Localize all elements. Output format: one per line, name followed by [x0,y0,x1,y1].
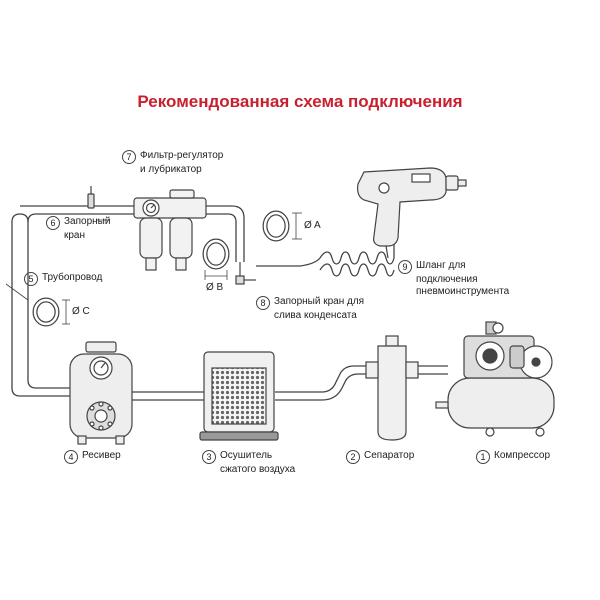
diagram-title: Рекомендованная схема подключения [137,92,463,111]
diameter-b-ring [202,238,230,280]
impact-wrench [357,167,467,259]
compressor [435,321,555,437]
dim-b-label: Ø B [206,282,224,293]
filter-regulator [133,189,207,271]
leader-lines [5,219,110,301]
shutoff-valve-handle [87,186,95,209]
drain-valve [235,262,256,285]
diameter-c-ring [32,297,70,327]
separator [365,335,419,441]
dim-a-label: Ø A [304,220,321,231]
air-dryer [199,351,279,441]
receiver [69,341,133,445]
diameter-a-ring [262,210,302,242]
dim-c-label: Ø C [72,306,90,317]
air-hose [256,244,395,277]
